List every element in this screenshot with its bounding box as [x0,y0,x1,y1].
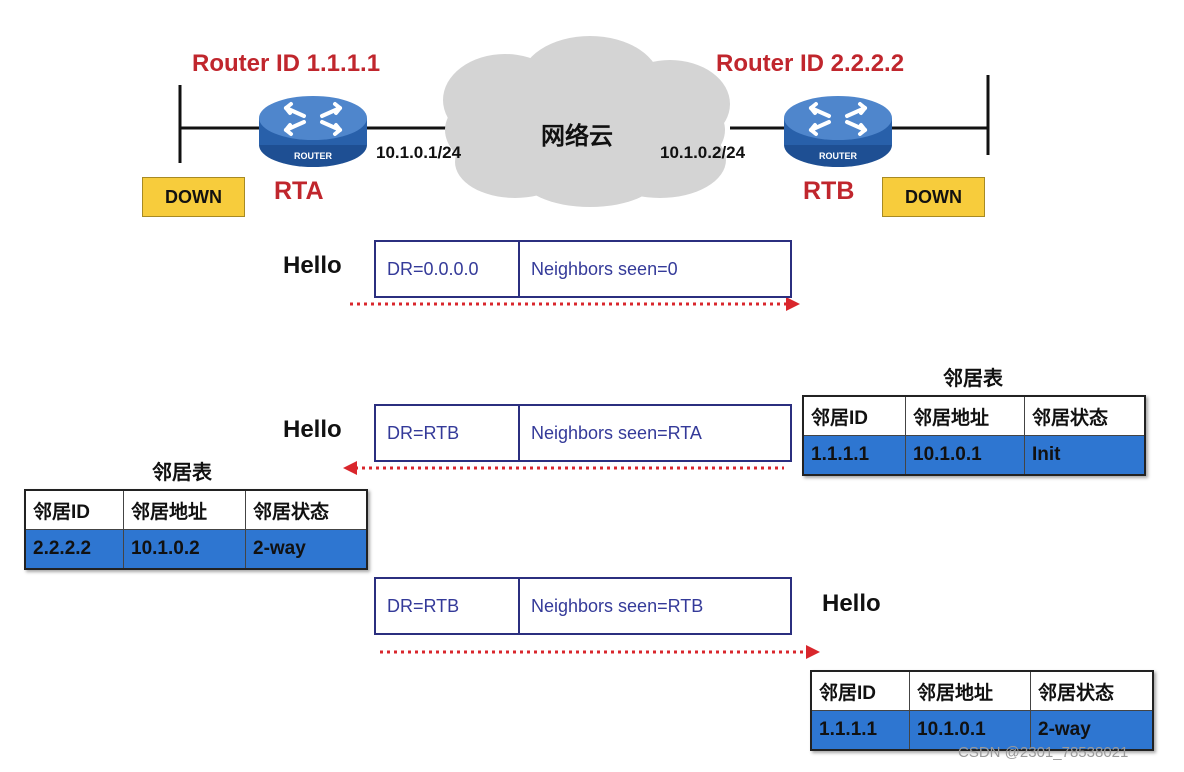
hello3-arrow [380,645,820,659]
col-neighbor-address: 邻居地址 [905,395,1025,436]
table-header-row: 邻居ID 邻居地址 邻居状态 [802,395,1146,436]
cell-neighbor-state: Init [1024,435,1146,476]
cell-neighbor-id: 1.1.1.1 [802,435,906,476]
cell-neighbor-address: 10.1.0.2 [123,529,246,570]
rtb-router-text: ROUTER [819,151,858,161]
table-header-row: 邻居ID 邻居地址 邻居状态 [810,670,1154,711]
col-neighbor-id: 邻居ID [810,670,910,711]
hello2-arrow [343,461,784,475]
rtb-name: RTB [803,177,855,205]
table-row: 1.1.1.1 10.1.0.1 2-way [810,710,1154,751]
hello3-label: Hello [822,590,881,617]
hello3-dr-field: DR=RTB [376,579,520,633]
cell-neighbor-address: 10.1.0.1 [905,435,1025,476]
rtb-ip: 10.1.0.2/24 [660,143,746,162]
col-neighbor-state: 邻居状态 [1024,395,1146,436]
col-neighbor-id: 邻居ID [802,395,906,436]
hello1-packet: DR=0.0.0.0 Neighbors seen=0 [374,240,792,298]
network-cloud-icon [443,36,730,207]
rtb-2way-neighbor-table: 邻居ID 邻居地址 邻居状态 1.1.1.1 10.1.0.1 2-way [810,670,1154,751]
col-neighbor-state: 邻居状态 [245,489,368,530]
hello1-arrow [350,297,800,311]
rta-ip: 10.1.0.1/24 [376,143,462,162]
watermark: CSDN @2301_78538021 [958,744,1129,761]
hello1-neighbors-field: Neighbors seen=0 [531,258,678,279]
rta-name: RTA [274,177,324,205]
cell-neighbor-state: 2-way [245,529,368,570]
hello1-label: Hello [283,252,342,279]
col-neighbor-address: 邻居地址 [909,670,1031,711]
table-header-row: 邻居ID 邻居地址 邻居状态 [24,489,368,530]
cell-neighbor-address: 10.1.0.1 [909,710,1031,751]
cell-neighbor-id: 1.1.1.1 [810,710,910,751]
rtb-router-id: Router ID 2.2.2.2 [716,50,905,77]
hello2-neighbors-field: Neighbors seen=RTA [531,422,702,443]
col-neighbor-id: 邻居ID [24,489,124,530]
hello3-neighbors-field: Neighbors seen=RTB [531,595,704,616]
hello2-label: Hello [283,416,342,443]
rtb-status-badge: DOWN [882,177,985,217]
router-rta-icon: ROUTER [259,96,367,167]
router-rtb-icon: ROUTER [784,96,892,167]
rta-router-id: Router ID 1.1.1.1 [192,50,381,77]
hello1-dr-field: DR=0.0.0.0 [376,242,520,296]
hello2-packet: DR=RTB Neighbors seen=RTA [374,404,792,462]
rta-2way-table-title: 邻居表 [152,462,212,484]
cell-neighbor-state: 2-way [1030,710,1154,751]
rta-router-text: ROUTER [294,151,333,161]
rtb-init-neighbor-table: 邻居ID 邻居地址 邻居状态 1.1.1.1 10.1.0.1 Init [802,395,1146,476]
col-neighbor-address: 邻居地址 [123,489,246,530]
table-row: 2.2.2.2 10.1.0.2 2-way [24,529,368,570]
hello3-packet: DR=RTB Neighbors seen=RTB [374,577,792,635]
rta-2way-neighbor-table: 邻居ID 邻居地址 邻居状态 2.2.2.2 10.1.0.2 2-way [24,489,368,570]
cloud-label: 网络云 [541,123,613,150]
col-neighbor-state: 邻居状态 [1030,670,1154,711]
cell-neighbor-id: 2.2.2.2 [24,529,124,570]
rtb-init-table-title: 邻居表 [943,368,1003,390]
hello2-dr-field: DR=RTB [376,406,520,460]
table-row: 1.1.1.1 10.1.0.1 Init [802,435,1146,476]
rta-status-badge: DOWN [142,177,245,217]
